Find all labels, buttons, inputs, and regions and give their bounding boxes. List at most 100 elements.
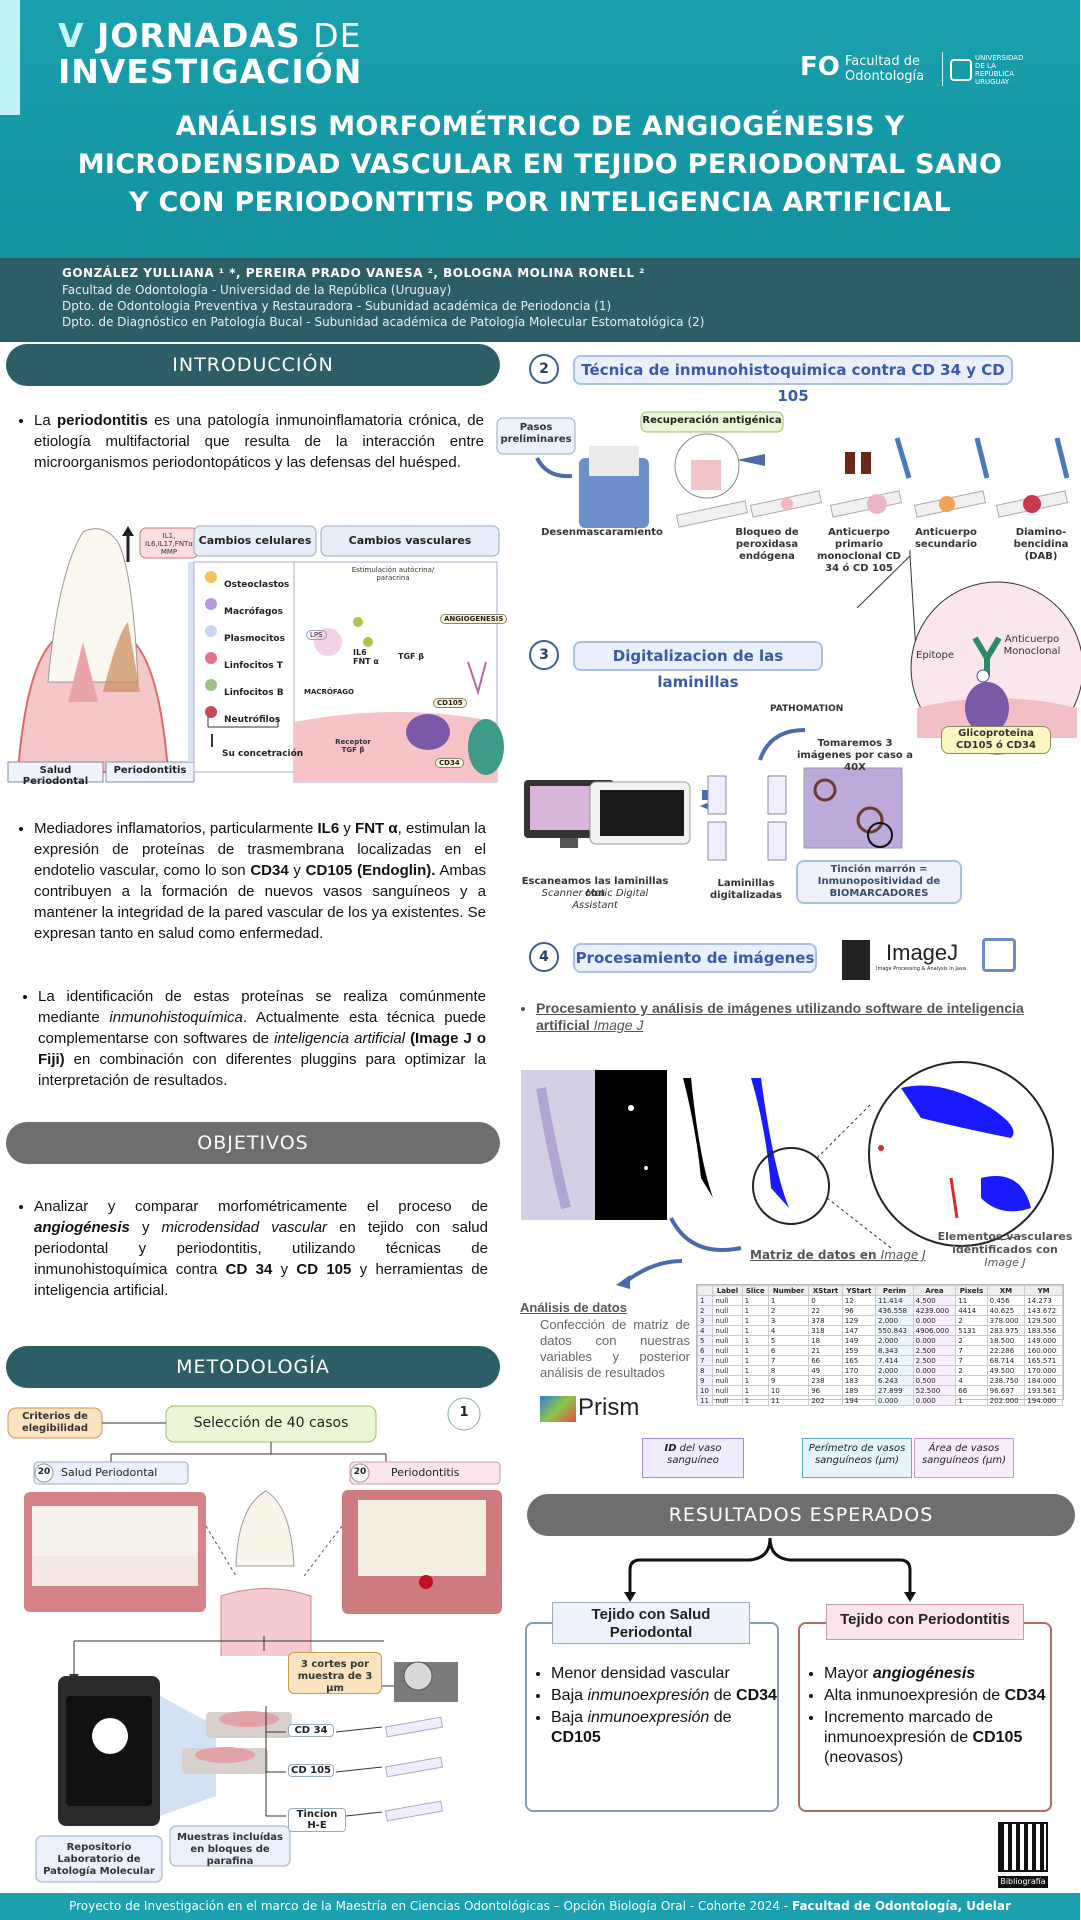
affiliation: Dpto. de Diagnóstico en Patología Bucal …: [62, 315, 705, 329]
cuts-label: 3 cortes por muestra de 3 µm: [288, 1652, 382, 1694]
table-cell: 4414: [955, 1305, 988, 1316]
result-item: Alta inmunoexpresión de CD34: [824, 1686, 1050, 1706]
table-cell: 1: [741, 1385, 769, 1396]
table-cell: 0.000: [912, 1315, 957, 1326]
poster-title: ANÁLISIS MORFOMÉTRICO DE ANGIOGÉNESIS Y …: [30, 108, 1050, 222]
table-cell: 189: [841, 1385, 877, 1396]
imagej-icon: [842, 940, 870, 980]
table-cell: 4906.000: [912, 1325, 957, 1336]
epitope-label: Epitope: [916, 650, 954, 661]
table-cell: 238: [808, 1375, 843, 1386]
table-cell: null: [712, 1305, 743, 1316]
tooth-illustration: [7, 525, 504, 783]
table-cell: 18: [808, 1335, 843, 1346]
event-v: V: [58, 16, 85, 55]
result-item: Incremento marcado de inmunoexpresión de…: [824, 1708, 1050, 1768]
table-cell: 1: [741, 1345, 769, 1356]
table-cell: 1: [741, 1295, 769, 1306]
faculty-logo-icon: FO: [800, 52, 840, 82]
methodology-figure: Criterios de elegibilidad Selección de 4…: [6, 1396, 506, 1890]
table-cell: 4: [955, 1375, 988, 1386]
cd105-cut-label: CD 105: [288, 1764, 334, 1777]
ihc-figure: Pasos preliminares Recuperación antigéni…: [496, 408, 1081, 778]
event-de: DE: [313, 16, 362, 55]
table-cell: null: [712, 1385, 743, 1396]
table-cell: 11.414: [875, 1295, 914, 1306]
table-cell: 1: [741, 1375, 769, 1386]
table-cell: 194.000: [1024, 1395, 1063, 1406]
table-cell: 0.000: [912, 1335, 957, 1346]
il-label: IL1, IL6,IL17,FNTα MMP: [145, 532, 193, 556]
table-cell: 194: [841, 1395, 877, 1406]
table-cell: 22.286: [986, 1345, 1026, 1356]
table-cell: 5: [696, 1335, 714, 1346]
table-cell: 170: [841, 1365, 877, 1376]
bibliography-qr-code[interactable]: [998, 1822, 1048, 1872]
table-cell: 1: [741, 1325, 769, 1336]
paraffin-blocks-label: Muestras incluídas en bloques de parafin…: [176, 1832, 283, 1867]
imagej-subtitle: Image Processing & Analysis in Java: [876, 966, 966, 972]
step3-number: 3: [529, 640, 559, 670]
table-header-cell: YStart: [841, 1285, 877, 1296]
table-cell: 11: [955, 1295, 988, 1306]
result-item: Menor densidad vascular: [551, 1664, 777, 1684]
table-cell: null: [712, 1395, 743, 1406]
table-cell: 2: [955, 1365, 988, 1376]
table-cell: 18.500: [986, 1335, 1026, 1346]
repository-label: Repositorio Laboratorio de Patología Mol…: [43, 1842, 155, 1877]
three-images-label: Tomaremos 3 imágenes por caso a 40X: [796, 738, 914, 773]
table-cell: 2: [696, 1305, 714, 1316]
data-analysis-block: Análisis de datos Confección de matriz d…: [520, 1300, 690, 1380]
table-cell: 283.975: [986, 1325, 1026, 1336]
table-cell: 129.500: [1024, 1315, 1063, 1326]
table-cell: 6: [767, 1345, 810, 1356]
table-cell: 7.414: [875, 1355, 914, 1366]
processing-bullet: Procesamiento y análisis de imágenes uti…: [522, 1000, 1042, 1034]
table-cell: 7: [767, 1355, 810, 1366]
cell-type: Linfocitos T: [224, 661, 283, 671]
table-cell: 165.571: [1024, 1355, 1063, 1366]
table-cell: 66: [955, 1385, 988, 1396]
footer-text: Proyecto de Investigación en el marco de…: [69, 1899, 792, 1913]
table-cell: 1: [767, 1295, 810, 1306]
event-brand: V JORNADAS DE INVESTIGACIÓN: [58, 18, 362, 90]
table-cell: 2.000: [875, 1335, 914, 1346]
table-header-cell: Slice: [741, 1285, 769, 1296]
scan-label: Escaneamos las laminillas con: [521, 876, 669, 899]
title-line: Y CON PERIODONTITIS POR INTELIGENCIA ART…: [128, 187, 951, 218]
table-cell: 1: [741, 1355, 769, 1366]
table-cell: 10: [767, 1385, 810, 1396]
matrix-arrow: [616, 1259, 683, 1289]
event-jornadas: JORNADAS: [97, 16, 301, 55]
table-cell: 4239.000: [912, 1305, 957, 1316]
table-cell: 7: [955, 1345, 988, 1356]
table-cell: 5: [767, 1335, 810, 1346]
antibody-label: Anticuerpo Monoclonal: [1003, 634, 1061, 657]
table-cell: 66: [808, 1355, 843, 1366]
table-cell: 1: [741, 1305, 769, 1316]
healthy-count: 20: [37, 1467, 51, 1477]
table-cell: 7: [955, 1355, 988, 1366]
table-cell: 11: [696, 1395, 714, 1406]
table-cell: 550.843: [875, 1325, 914, 1336]
table-header-cell: Area: [912, 1285, 957, 1296]
dab-label: Diamino- bencidina (DAB): [1013, 527, 1069, 562]
prism-logo: Prism: [578, 1394, 640, 1421]
step2-number: 2: [529, 354, 559, 384]
step2-title: Técnica de inmunohistoquimica contra CD …: [573, 355, 1013, 405]
table-cell: 184.000: [1024, 1375, 1063, 1386]
prism-icon: [540, 1396, 576, 1422]
table-cell: 436.558: [875, 1305, 914, 1316]
tgf-label: TGF β: [398, 652, 424, 661]
periodontitis-label: Periodontitis: [113, 765, 187, 776]
cell-type: Osteoclastos: [224, 580, 290, 590]
table-cell: null: [712, 1355, 743, 1366]
perimeter-label: Perímetro de vasos sanguíneos (µm): [802, 1438, 912, 1478]
table-cell: 202.000: [986, 1395, 1026, 1406]
intro-heading: INTRODUCCIÓN: [6, 344, 500, 386]
digitization-diagram: [524, 728, 903, 861]
